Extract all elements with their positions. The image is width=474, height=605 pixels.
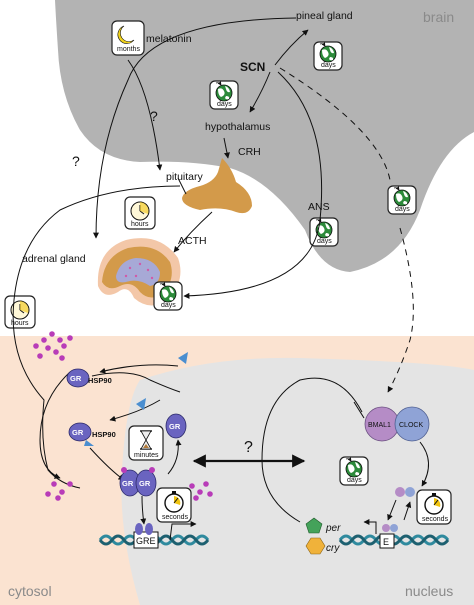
days-caption-5: days <box>161 302 176 309</box>
gr-hsp90-complex-1: GR HSP90 <box>66 368 112 388</box>
crh-label: CRH <box>238 146 261 158</box>
ans-label: ANS <box>308 201 330 213</box>
seconds-caption-2: seconds <box>422 516 449 523</box>
gr-dimer: GR GR <box>119 467 157 497</box>
adrenal-medulla-shape <box>116 258 160 286</box>
per-label: per <box>325 523 341 534</box>
cytosol-label: cytosol <box>8 583 52 599</box>
hours-clock-icon-2: hours <box>4 295 36 329</box>
seconds-stopwatch-icon-2: seconds <box>416 489 452 525</box>
minutes-hourglass-icon: minutes <box>128 425 164 461</box>
e-box-label: E <box>383 537 389 547</box>
adrenal-dots <box>124 262 154 280</box>
question-mark-3: ? <box>244 439 253 456</box>
gr-hsp90-complex-2: GR HSP90 <box>68 422 116 446</box>
hsp90-label-1: HSP90 <box>88 376 112 385</box>
gr-label-1: GR <box>70 374 82 383</box>
ligand-triangle-2 <box>136 398 146 410</box>
days-earth-icon-6: days <box>340 457 368 485</box>
nucleus-label: nucleus <box>405 583 453 599</box>
scn-label: SCN <box>240 60 265 74</box>
seconds-caption-1: seconds <box>162 514 189 521</box>
hypothalamus-label: hypothalamus <box>205 121 270 133</box>
days-caption-2: days <box>217 101 232 108</box>
gr-label-2: GR <box>72 428 84 437</box>
question-mark-1: ? <box>150 108 158 124</box>
brain-label: brain <box>423 9 454 25</box>
days-caption-3: days <box>395 206 410 213</box>
bmal1-label: BMAL1 <box>368 422 391 429</box>
bmal1-clock-complex: BMAL1 CLOCK <box>364 406 430 442</box>
dna-gre-strand: GRE <box>98 521 210 549</box>
cry-gene-product: cry <box>305 537 340 555</box>
bmal1-clock-small <box>395 487 415 497</box>
nucleus-arrows <box>261 377 429 523</box>
per-gene-product: per <box>305 517 341 534</box>
days-earth-icon-2: days <box>210 81 238 109</box>
hsp90-label-2: HSP90 <box>92 430 116 439</box>
acth-label: ACTH <box>178 235 207 247</box>
days-earth-icon-1: days <box>314 42 342 70</box>
brain-region <box>55 0 474 272</box>
gr-label-4: GR <box>122 479 134 488</box>
hours-clock-icon-1: hours <box>124 196 156 230</box>
months-caption: months <box>117 46 140 53</box>
adrenal-gland-label: adrenal gland <box>22 253 86 265</box>
days-earth-icon-4: days <box>310 218 338 246</box>
melatonin-label: melatonin <box>146 33 192 45</box>
days-earth-icon-5: days <box>154 282 182 310</box>
gr-label-5: GR <box>139 479 151 488</box>
clock-label: CLOCK <box>399 422 423 429</box>
hours-caption-1: hours <box>131 221 149 228</box>
pineal-gland-label: pineal gland <box>296 10 353 22</box>
gre-label: GRE <box>136 536 156 546</box>
question-mark-2: ? <box>72 153 80 169</box>
nucleus-region <box>121 357 474 605</box>
cry-label: cry <box>326 543 340 554</box>
gr-free-molecule: GR <box>165 413 187 439</box>
days-caption-4: days <box>317 238 332 245</box>
pituitary-gland-shape <box>182 158 252 214</box>
ligand-triangle-1 <box>178 352 188 364</box>
hours-caption-2: hours <box>11 320 29 327</box>
seconds-stopwatch-icon-1: seconds <box>156 487 192 523</box>
days-caption-6: days <box>347 477 362 484</box>
pituitary-label: pituitary <box>166 171 204 183</box>
cortisol-dots-left <box>45 481 73 501</box>
days-earth-icon-3: days <box>388 186 416 214</box>
brain-pathway-arrows <box>12 17 414 489</box>
minutes-caption: minutes <box>134 452 159 459</box>
months-moon-icon: months <box>111 20 145 56</box>
days-caption-1: days <box>321 62 336 69</box>
cortisol-dots-top <box>33 331 73 361</box>
dna-ebox-strand: E <box>338 519 450 549</box>
gr-label-3: GR <box>169 422 181 431</box>
cortisol-dots-right <box>189 481 213 501</box>
